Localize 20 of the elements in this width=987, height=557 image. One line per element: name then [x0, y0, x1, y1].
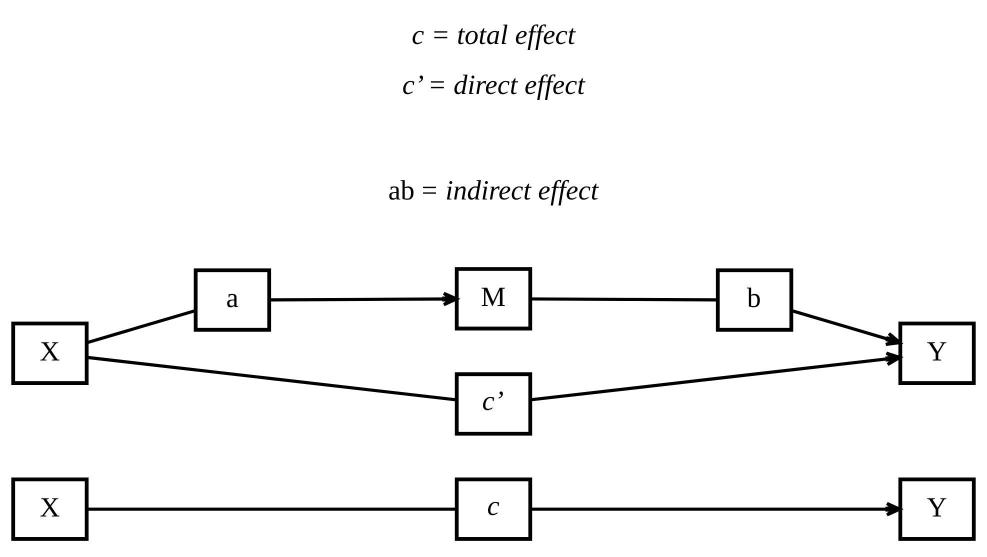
connector [530, 297, 718, 302]
node-box: b [716, 268, 794, 332]
node-box: c’ [454, 372, 532, 436]
arrow [530, 502, 902, 516]
node-box: M [454, 267, 532, 330]
node-box: Y [898, 322, 976, 385]
node-box: X [11, 477, 89, 541]
connector [86, 309, 196, 344]
diagram-title: c = total effect [412, 20, 576, 52]
arrow [530, 352, 902, 402]
node-box: X [11, 322, 89, 385]
node-box: a [194, 268, 272, 332]
node-box: Y [898, 477, 976, 541]
arrow [270, 292, 458, 306]
connector [86, 508, 456, 511]
label: ab = indirect effect [388, 175, 598, 206]
arrow [790, 309, 902, 346]
connector [86, 356, 456, 402]
label: c’ = direct effect [402, 70, 585, 102]
node-box: c [454, 477, 532, 541]
